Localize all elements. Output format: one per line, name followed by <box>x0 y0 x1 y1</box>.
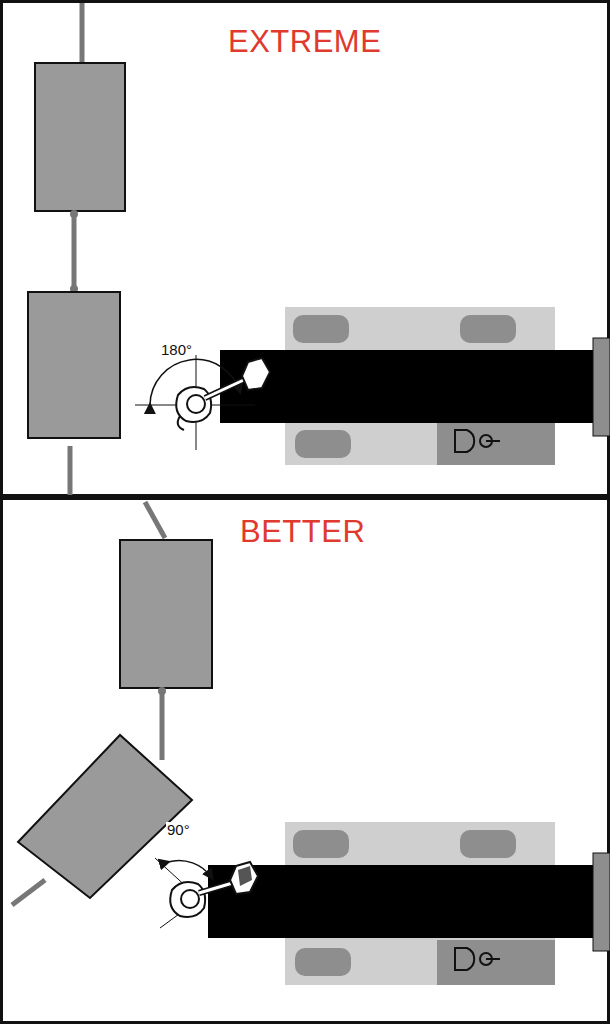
angle-label: 180° <box>160 342 193 357</box>
better-layout <box>12 502 610 985</box>
panel-heading: EXTREME <box>228 26 381 57</box>
panel-heading: BETTER <box>240 516 365 547</box>
panel-frame <box>2 499 609 1023</box>
extreme-layout <box>28 3 610 495</box>
angle-label: 90° <box>166 822 191 837</box>
